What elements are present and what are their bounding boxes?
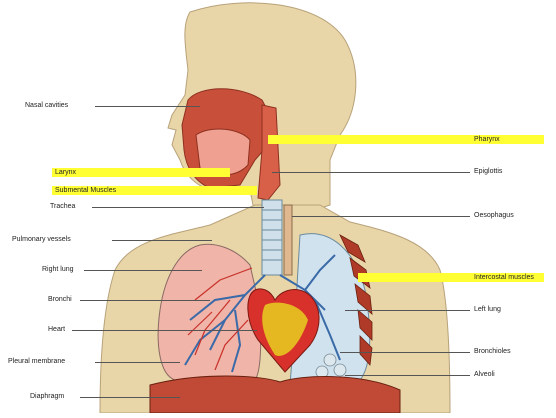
label-right-lung: Right lung bbox=[42, 265, 74, 274]
diaphragm-leader bbox=[80, 397, 180, 398]
pharynx-highlight bbox=[268, 135, 544, 144]
label-intercostal-muscles: Intercostal muscles bbox=[474, 273, 534, 282]
label-pulmonary-vessels: Pulmonary vessels bbox=[12, 235, 71, 244]
trachea-tube bbox=[262, 200, 282, 275]
label-bronchi: Bronchi bbox=[48, 295, 72, 304]
label-diaphragm: Diaphragm bbox=[30, 392, 64, 401]
oesophagus-leader bbox=[292, 216, 470, 217]
label-trachea: Trachea bbox=[50, 202, 75, 211]
bronchi-leader bbox=[80, 300, 210, 301]
pleural-membrane-leader bbox=[95, 362, 180, 363]
left-lung-leader bbox=[345, 310, 470, 311]
bronchioles-leader bbox=[340, 352, 470, 353]
label-pharynx: Pharynx bbox=[474, 135, 500, 144]
nasal-cavities-leader bbox=[95, 106, 200, 107]
label-larynx: Larynx bbox=[55, 168, 76, 177]
epiglottis-leader bbox=[272, 172, 470, 173]
label-alveoli: Alveoli bbox=[474, 370, 495, 379]
right-lung-leader bbox=[84, 270, 202, 271]
label-oesophagus: Oesophagus bbox=[474, 211, 514, 220]
label-bronchioles: Bronchioles bbox=[474, 347, 511, 356]
label-nasal-cavities: Nasal cavities bbox=[25, 101, 68, 110]
heart-leader bbox=[72, 330, 257, 331]
trachea-leader bbox=[92, 207, 264, 208]
larynx-highlight bbox=[52, 168, 230, 177]
diaphragm-muscle bbox=[150, 376, 400, 413]
pulmonary-vessels-leader bbox=[112, 240, 212, 241]
label-heart: Heart bbox=[48, 325, 65, 334]
label-left-lung: Left lung bbox=[474, 305, 501, 314]
label-submental-muscles: Submental Muscles bbox=[55, 186, 116, 195]
alveoli-leader bbox=[345, 375, 470, 376]
oesophagus-tube bbox=[284, 205, 292, 275]
label-epiglottis: Epiglottis bbox=[474, 167, 502, 176]
label-pleural-membrane: Pleural membrane bbox=[8, 357, 65, 366]
